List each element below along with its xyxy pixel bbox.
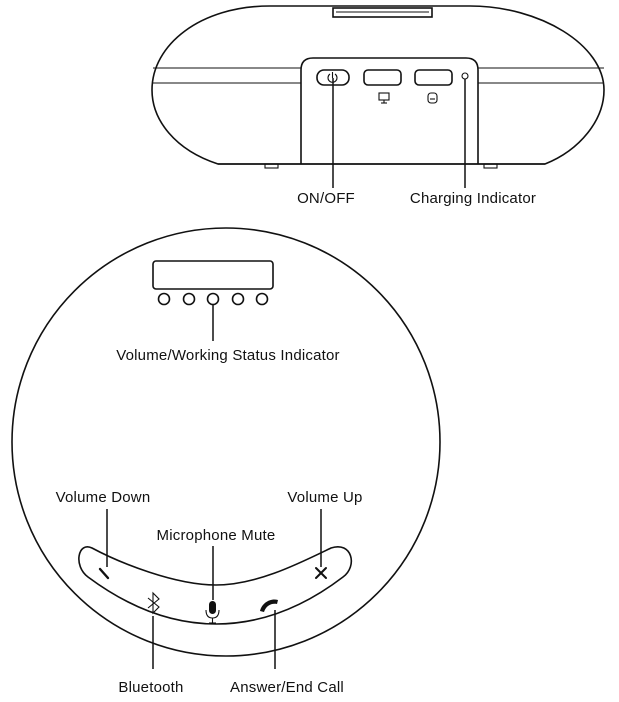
usb-port[interactable] <box>363 69 402 86</box>
control-panel <box>78 545 353 625</box>
label-on-off: ON/OFF <box>297 190 355 207</box>
label-volume-status: Volume/Working Status Indicator <box>116 347 340 364</box>
label-volume-up: Volume Up <box>287 489 362 506</box>
plus-icon[interactable] <box>315 567 327 579</box>
phone-icon[interactable] <box>260 599 278 612</box>
phone-port-icon <box>427 92 438 104</box>
top-view: Volume/Working Status Indicator <box>11 227 441 696</box>
status-led-2 <box>182 292 196 306</box>
label-microphone-mute: Microphone Mute <box>157 527 276 544</box>
speaker-body-top <box>11 227 441 657</box>
label-bluetooth: Bluetooth <box>118 679 183 696</box>
minus-icon[interactable] <box>98 567 110 580</box>
label-volume-down: Volume Down <box>56 489 151 506</box>
foot-left <box>264 163 279 169</box>
charging-port[interactable] <box>414 69 453 86</box>
label-answer-end-call: Answer/End Call <box>230 679 344 696</box>
label-charging-indicator: Charging Indicator <box>410 190 536 207</box>
foot-right <box>483 163 498 169</box>
top-slot <box>332 7 433 18</box>
monitor-icon <box>378 92 390 104</box>
charging-led <box>461 72 469 80</box>
bluetooth-icon[interactable] <box>147 591 160 615</box>
side-view: ON/OFF Charging Indicator <box>151 5 605 207</box>
status-led-1 <box>157 292 171 306</box>
status-led-3 <box>206 292 220 306</box>
status-led-4 <box>231 292 245 306</box>
status-display <box>152 260 274 290</box>
microphone-icon[interactable] <box>205 601 220 624</box>
status-led-5 <box>255 292 269 306</box>
speaker-body-side <box>151 5 605 165</box>
button-panel <box>300 57 479 164</box>
